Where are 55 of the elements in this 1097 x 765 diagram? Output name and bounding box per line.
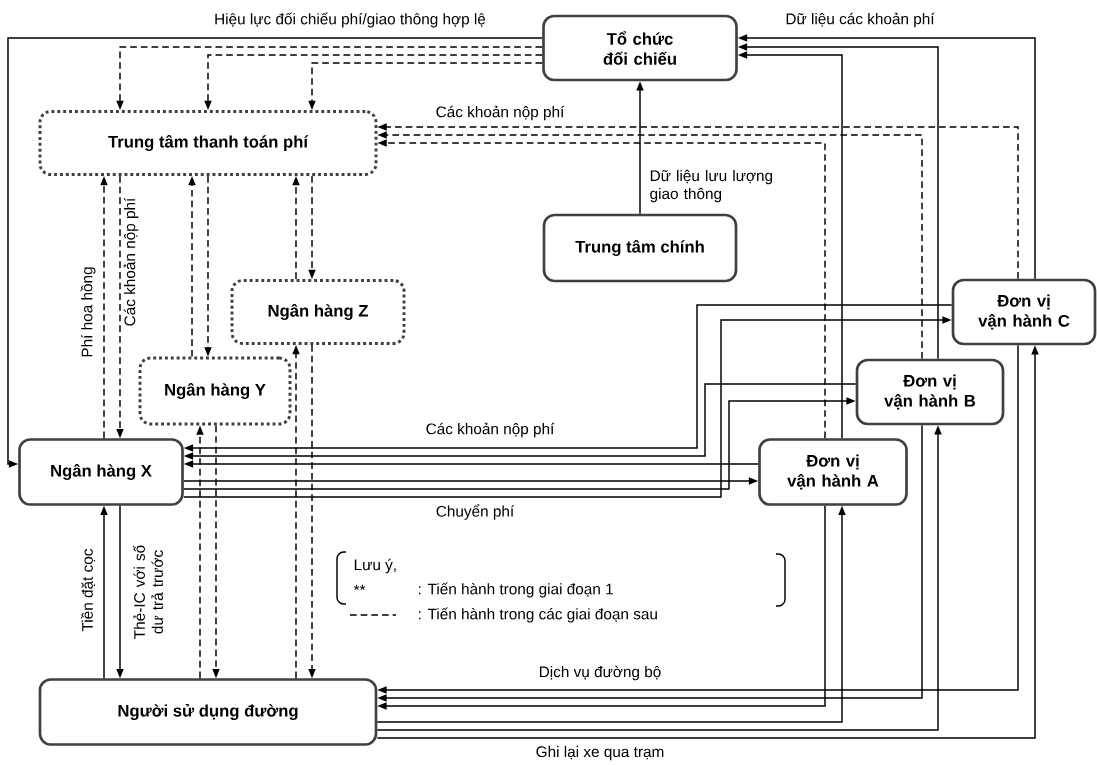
- edge-label: Các khoản nộp phí: [436, 105, 565, 121]
- note-text: : Tiến hành trong giai đoạn 1: [419, 582, 613, 598]
- arrow: [183, 316, 952, 498]
- legend-text: : Tiến hành trong các giai đoạn sau: [419, 607, 657, 623]
- edge-label: Dữ liệu các khoản phí: [786, 12, 935, 28]
- arrow: [292, 175, 300, 280]
- arrow: [204, 54, 543, 111]
- arrow: [212, 424, 220, 679]
- arrow: [183, 397, 856, 490]
- process-box: Tổ chức đối chiếu: [542, 14, 738, 82]
- note-text: **: [353, 584, 366, 591]
- arrow: [100, 175, 108, 439]
- arrow: [377, 123, 1019, 280]
- arrow: [308, 344, 316, 679]
- edge-label: Phí hoa hồng: [80, 267, 96, 357]
- process-box: Ngân hàng Y: [138, 356, 292, 426]
- arrow: [737, 43, 939, 360]
- edge-label: Các khoản nộp phí: [426, 422, 555, 438]
- edge-label: Tiền đặt cọc: [80, 548, 96, 632]
- arrow: [308, 62, 543, 111]
- process-box: Trung tâm thanh toán phí: [38, 110, 378, 176]
- edge-label: Hiệu lực đối chiếu phí/giao thông hợp lệ: [215, 12, 486, 28]
- edge-label: Dịch vụ đường bộ: [539, 665, 661, 681]
- note-text: Lưu ý,: [354, 558, 396, 574]
- arrow: [183, 304, 953, 452]
- arrow: [183, 383, 857, 460]
- arrow: [188, 175, 196, 358]
- arrow: [204, 175, 212, 357]
- arrow: [737, 51, 843, 439]
- arrow: [636, 81, 644, 215]
- arrow: [377, 139, 826, 439]
- arrow: [116, 505, 124, 679]
- arrow: [196, 425, 204, 679]
- edge-label: Thẻ-IC với số dư trả trước: [133, 545, 163, 639]
- process-box: Trung tâm chính: [542, 213, 738, 283]
- arrow: [183, 460, 759, 468]
- arrow: [7, 37, 543, 468]
- process-box: Ngân hàng Z: [230, 279, 406, 345]
- process-box: Người sử dụng đường: [38, 678, 378, 746]
- arrow: [116, 175, 124, 439]
- arrow: [737, 34, 1036, 280]
- arrow: [377, 131, 923, 360]
- arrow: [116, 46, 543, 111]
- arrow: [308, 175, 316, 280]
- process-box: Đơn vị vận hành B: [855, 358, 1005, 426]
- process-box: Đơn vị vận hành A: [758, 438, 908, 506]
- edge-label: Dữ liệu lưu lượng giao thông: [650, 169, 773, 203]
- arrow: [292, 344, 300, 679]
- process-box: Đơn vị vận hành C: [951, 278, 1097, 346]
- arrow: [100, 505, 108, 679]
- process-box: Ngân hàng X: [18, 438, 184, 506]
- edge-label: Ghi lại xe qua trạm: [536, 745, 664, 761]
- arrow: [183, 477, 759, 485]
- edge-label: Chuyển phí: [436, 504, 515, 520]
- edge-label: Các khoản nộp phí: [123, 197, 139, 326]
